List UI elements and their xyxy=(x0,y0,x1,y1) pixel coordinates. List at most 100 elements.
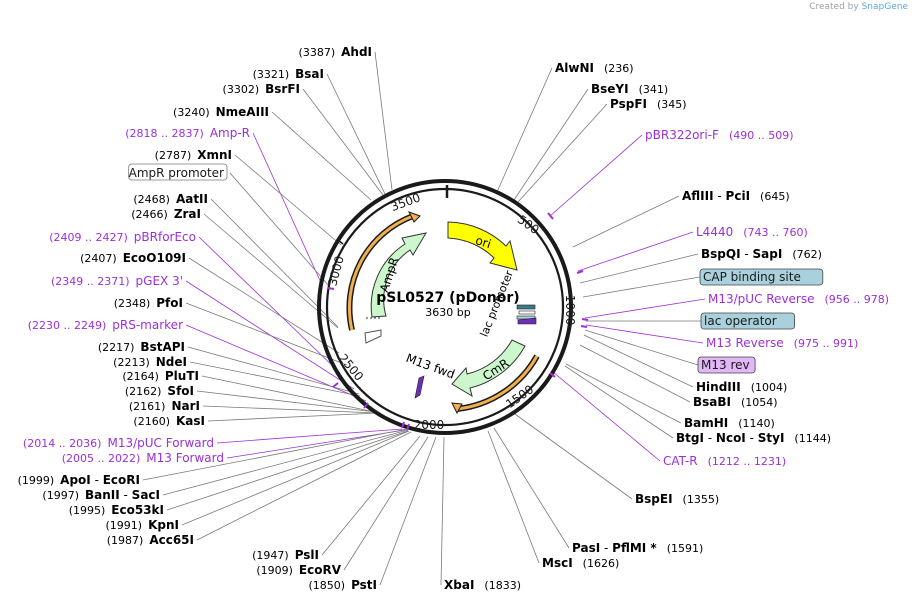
site-label-sfoi[interactable]: (2162)SfoI xyxy=(125,384,194,398)
leader-sfoi xyxy=(196,390,377,413)
leader-bseyi xyxy=(513,88,589,201)
backbone-outer-ring xyxy=(317,179,573,435)
site-label-ampr-promoter[interactable]: AmpR promoter xyxy=(129,166,224,180)
site-label-bsrfi[interactable]: (3302)BsrFI xyxy=(223,82,300,96)
site-label-bspqi[interactable]: BspQI - SapI(762) xyxy=(701,247,822,261)
site-label-nari[interactable]: (2161)NarI xyxy=(129,399,200,413)
m13-rev-feature[interactable] xyxy=(517,317,537,325)
leader-kasi xyxy=(207,412,379,422)
site-label-apoi[interactable]: (1999)ApoI - EcoRI xyxy=(18,473,140,487)
m13-fwd-label: M13 fwd xyxy=(404,351,457,382)
site-label-ndei[interactable]: (2213)NdeI xyxy=(113,355,187,369)
leader-lines xyxy=(142,51,706,586)
site-label-bseyi[interactable]: BseYI(341) xyxy=(591,82,668,96)
feature-box-ampr-promoter xyxy=(128,163,228,181)
site-label-pbrforeco[interactable]: (2409 .. 2427)pBRforEco xyxy=(49,230,196,244)
site-label-amp-r[interactable]: (2818 .. 2837)Amp-R xyxy=(125,126,250,140)
site-label-psti[interactable]: (1850)PstI xyxy=(308,578,377,592)
leader-zrai xyxy=(203,213,339,329)
ampr-promoter-feature[interactable] xyxy=(364,329,382,344)
leader-ampr-promoter xyxy=(229,172,330,287)
site-label-bstapi[interactable]: (2217)BstAPI xyxy=(98,340,185,354)
snapgene-credit: Created by SnapGene xyxy=(809,2,908,12)
leader-pbrforeco xyxy=(198,236,341,374)
leader-ecoo109i xyxy=(188,257,340,354)
site-label-m13-rev[interactable]: M13 rev xyxy=(701,358,750,372)
lac-promoter-feature[interactable] xyxy=(518,310,536,315)
site-label-bsabi[interactable]: BsaBI(1054) xyxy=(693,395,778,409)
site-label-afliii[interactable]: AflIII - PciI(645) xyxy=(682,189,790,203)
leader-m13-rev xyxy=(584,329,699,366)
site-label-pbr322ori-f[interactable]: pBR322ori-F(490 .. 509) xyxy=(645,128,794,142)
site-label-ecoo109i[interactable]: (2407)EcoO109I xyxy=(80,251,186,265)
site-label-bsai[interactable]: (3321)BsaI xyxy=(253,67,324,81)
site-label-nmeaiii[interactable]: (3240)NmeAIII xyxy=(173,105,269,119)
leader-nmeaiii xyxy=(271,111,372,201)
site-label-pasi[interactable]: PasI - PflMI *(1591) xyxy=(572,541,703,555)
site-label-m13-puc-reverse[interactable]: M13/pUC Reverse(956 .. 978) xyxy=(708,292,889,306)
site-label-kasi[interactable]: (2160)KasI xyxy=(133,414,205,428)
leader-m13-puc-forward xyxy=(216,428,403,444)
site-label-pspfi[interactable]: PspFI(345) xyxy=(610,97,687,111)
site-label-m13-reverse[interactable]: M13 Reverse(975 .. 991) xyxy=(706,336,858,350)
site-label-m13-forward[interactable]: (2005 .. 2022)M13 Forward xyxy=(62,451,224,465)
leader-psti xyxy=(379,436,437,586)
primer-markers xyxy=(327,212,589,431)
leader-bsabi xyxy=(579,344,691,403)
leader-bspei xyxy=(514,413,633,500)
site-label-pfoi[interactable]: (2348)PfoI xyxy=(114,296,183,310)
site-label-lac-operator[interactable]: lac operator xyxy=(704,314,777,328)
site-label-prs-marker[interactable]: (2230 .. 2249)pRS-marker xyxy=(28,318,183,332)
cap-binding-site-feature[interactable] xyxy=(516,304,536,310)
leader-pasi xyxy=(493,427,570,549)
cmr-highlight xyxy=(456,355,539,411)
leader-aatii xyxy=(210,198,339,328)
leader-msci xyxy=(487,430,540,564)
site-label-btgi[interactable]: BtgI - NcoI - StyI(1144) xyxy=(676,431,831,445)
site-label-cap-binding-site[interactable]: CAP binding site xyxy=(703,270,801,284)
site-label-msci[interactable]: MscI(1626) xyxy=(542,556,619,570)
site-label-zrai[interactable]: (2466)ZraI xyxy=(131,207,201,221)
leader-pbr322ori-f xyxy=(549,134,643,217)
site-label-xbai[interactable]: XbaI(1833) xyxy=(444,578,521,592)
leader-bspqi xyxy=(579,253,699,284)
snapgene-logo: SnapGene xyxy=(861,2,908,12)
leader-banii xyxy=(162,429,409,496)
site-label-cat-r[interactable]: CAT-R(1212 .. 1231) xyxy=(663,454,786,468)
ori-feature[interactable] xyxy=(447,221,518,271)
site-label-pluti[interactable]: (2164)PluTI xyxy=(122,369,199,383)
feature-box-lac-operator xyxy=(700,312,795,330)
site-label-hindiii[interactable]: HindIII(1004) xyxy=(696,380,787,394)
site-label-xmni[interactable]: (2787)XmnI xyxy=(155,148,232,162)
lac-region-features[interactable] xyxy=(516,304,537,325)
site-label-psli[interactable]: (1947)PslI xyxy=(252,548,319,562)
site-label-kpni[interactable]: (1991)KpnI xyxy=(106,518,179,532)
m13-fwd-feature[interactable] xyxy=(414,375,425,399)
leader-m13-puc-reverse xyxy=(584,298,706,319)
site-label-acc65i[interactable]: (1987)Acc65I xyxy=(107,533,194,547)
ampr-feature[interactable] xyxy=(370,232,428,318)
site-label-aatii[interactable]: (2468)AatII xyxy=(133,192,208,206)
cmr-feature[interactable] xyxy=(451,339,526,398)
site-label-alwni[interactable]: AlwNI(236) xyxy=(555,61,634,75)
leader-bsrfi xyxy=(302,88,384,196)
ampr-highlight-arrowhead xyxy=(407,211,421,223)
site-label-pgex-3[interactable]: (2349 .. 2371)pGEX 3' xyxy=(51,274,183,288)
leader-kpni xyxy=(181,430,410,526)
site-label-bamhi[interactable]: BamHI(1140) xyxy=(684,416,775,430)
site-label-eco53ki[interactable]: (1995)Eco53kI xyxy=(69,503,164,517)
plasmid-length: 3630 bp xyxy=(425,306,470,319)
site-label-banii[interactable]: (1997)BanII - SacI xyxy=(42,488,160,502)
site-label-m13-puc-forward[interactable]: (2014 .. 2036)M13/pUC Forward xyxy=(23,436,214,450)
leader-pluti xyxy=(201,375,376,413)
site-label-ecorv[interactable]: (1909)EcoRV xyxy=(256,563,341,577)
site-label-l4440[interactable]: L4440(743 .. 760) xyxy=(696,225,808,239)
site-label-bspei[interactable]: BspEI(1355) xyxy=(635,492,719,506)
feature-box-m13-rev xyxy=(697,356,756,374)
leader-btgi xyxy=(564,365,674,439)
leader-cap-binding-site xyxy=(582,276,701,298)
leader-bstapi xyxy=(187,346,360,395)
leader-eco53ki xyxy=(166,430,409,511)
site-label-ahdi[interactable]: (3387)AhdI xyxy=(299,45,372,59)
